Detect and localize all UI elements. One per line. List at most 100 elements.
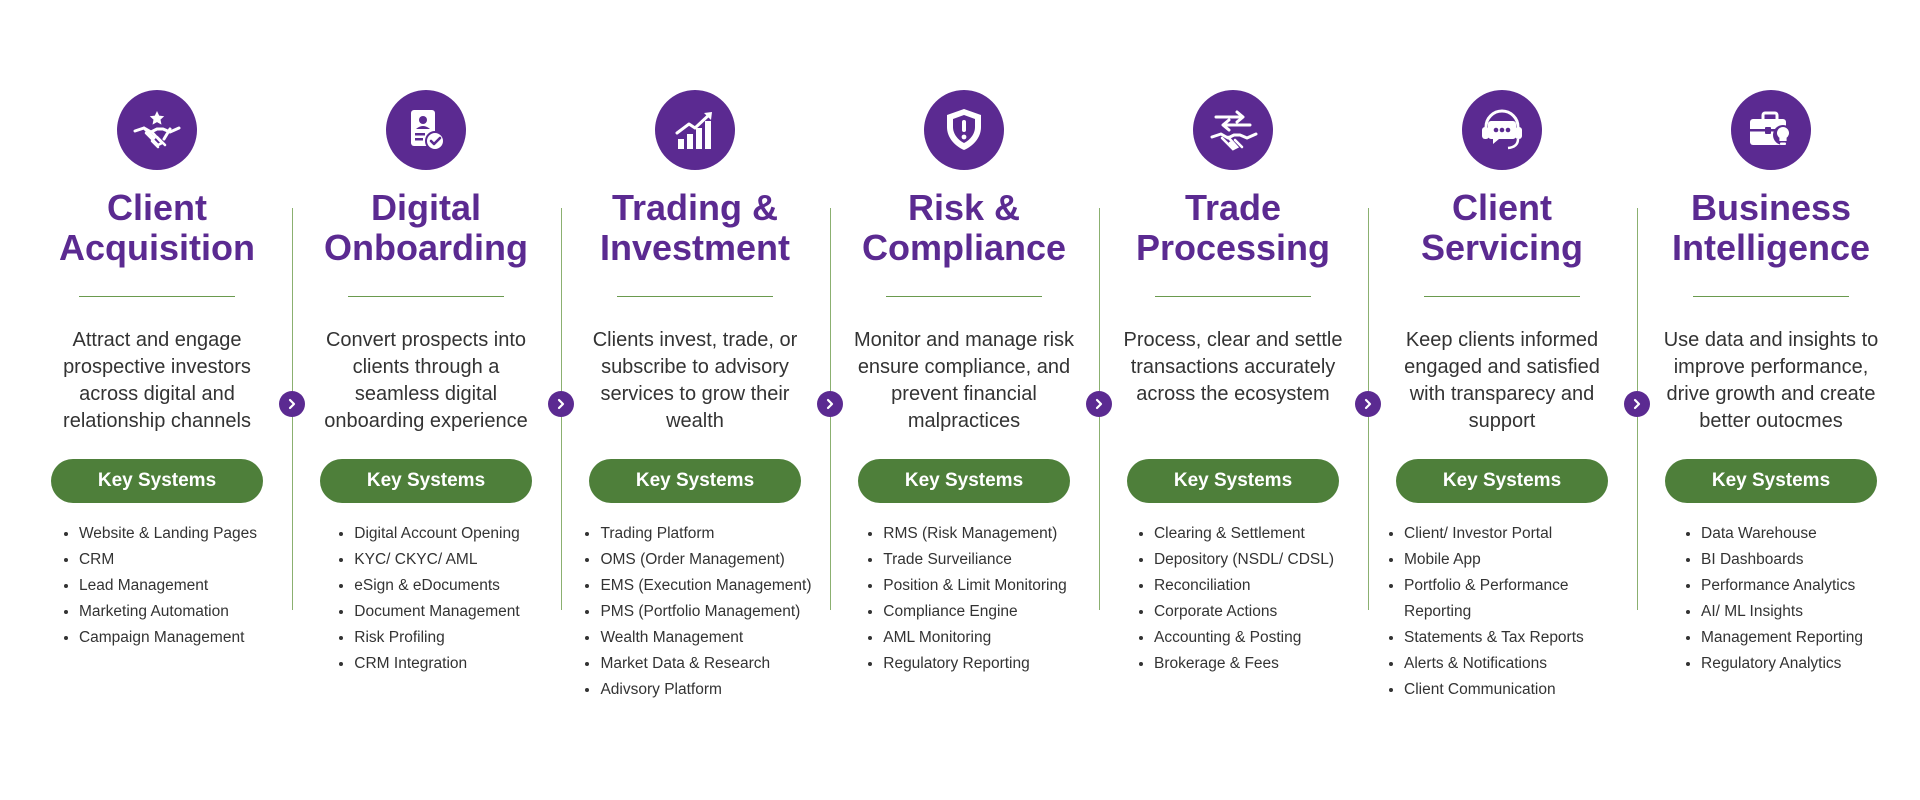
key-system-item: Clearing & Settlement <box>1154 521 1334 547</box>
stage-title: Client Servicing <box>1420 187 1584 268</box>
key-system-item: Client Communication <box>1404 677 1622 703</box>
key-system-item: RMS (Risk Management) <box>883 521 1067 547</box>
title-underline <box>1155 296 1311 297</box>
key-systems-button: Key Systems <box>1127 459 1339 503</box>
key-system-item: Compliance Engine <box>883 599 1067 625</box>
stage-description: Use data and insights to improve perform… <box>1663 329 1879 432</box>
title-underline <box>1424 296 1580 297</box>
shield-alert-icon <box>947 109 981 150</box>
stage-icon-badge <box>117 90 197 170</box>
stage-description: Process, clear and settle transactions a… <box>1123 329 1343 405</box>
key-system-item: OMS (Order Management) <box>600 547 811 573</box>
key-system-item: Data Warehouse <box>1701 521 1863 547</box>
stage-icon-badge <box>655 90 735 170</box>
key-system-item: Statements & Tax Reports <box>1404 625 1622 651</box>
title-underline <box>617 296 773 297</box>
key-system-item: Campaign Management <box>79 625 257 651</box>
stage-icon-badge <box>1193 90 1273 170</box>
stage-title: Client Acquisition <box>59 187 255 268</box>
stage-icon-badge <box>386 90 466 170</box>
headset-chat-icon <box>1482 109 1522 150</box>
key-system-item: EMS (Execution Management) <box>600 573 811 599</box>
handshake-exchange-icon <box>1210 110 1258 151</box>
stage-description: Keep clients informed engaged and satisf… <box>1404 329 1600 432</box>
key-system-item: Document Management <box>354 599 519 625</box>
stage-title: Digital Onboarding <box>324 187 528 268</box>
chevron-right-icon <box>817 391 843 417</box>
key-system-item: Accounting & Posting <box>1154 625 1334 651</box>
handshake-star-icon <box>133 111 181 149</box>
key-systems-button: Key Systems <box>320 459 532 503</box>
title-underline <box>1693 296 1849 297</box>
stage-title: Trade Processing <box>1135 187 1331 268</box>
key-system-item: KYC/ CKYC/ AML <box>354 547 519 573</box>
key-systems-list: RMS (Risk Management)Trade SurveilianceP… <box>861 521 1067 677</box>
key-systems-list: Website & Landing PagesCRMLead Managemen… <box>57 521 257 651</box>
key-system-item: BI Dashboards <box>1701 547 1863 573</box>
key-system-item: Trading Platform <box>600 521 811 547</box>
id-document-check-icon <box>411 110 445 151</box>
chevron-right-icon <box>1624 391 1650 417</box>
key-system-item: Wealth Management <box>600 625 811 651</box>
stage-description: Monitor and manage risk ensure complianc… <box>853 329 1075 432</box>
key-system-item: Brokerage & Fees <box>1154 651 1334 677</box>
key-system-item: Corporate Actions <box>1154 599 1334 625</box>
key-system-item: Trade Surveiliance <box>883 547 1067 573</box>
key-system-item: Portfolio & Performance Reporting <box>1404 573 1622 625</box>
key-system-item: Regulatory Reporting <box>883 651 1067 677</box>
key-system-item: Performance Analytics <box>1701 573 1863 599</box>
key-system-item: Position & Limit Monitoring <box>883 573 1067 599</box>
chevron-right-icon <box>1355 391 1381 417</box>
key-system-item: AML Monitoring <box>883 625 1067 651</box>
key-system-item: Adivsory Platform <box>600 677 811 703</box>
key-systems-list: Trading PlatformOMS (Order Management)EM… <box>578 521 811 703</box>
key-systems-button: Key Systems <box>858 459 1070 503</box>
stage-title: Trading & Investment <box>599 187 791 268</box>
stage-title: Business Intelligence <box>1671 187 1871 268</box>
key-system-item: Reconciliation <box>1154 573 1334 599</box>
key-system-item: eSign & eDocuments <box>354 573 519 599</box>
title-underline <box>79 296 235 297</box>
key-system-item: Alerts & Notifications <box>1404 651 1622 677</box>
stage-icon-badge <box>1462 90 1542 170</box>
key-system-item: Lead Management <box>79 573 257 599</box>
key-system-item: Digital Account Opening <box>354 521 519 547</box>
key-system-item: Mobile App <box>1404 547 1622 573</box>
chevron-right-icon <box>279 391 305 417</box>
key-system-item: CRM <box>79 547 257 573</box>
stage-icon-badge <box>1731 90 1811 170</box>
key-systems-list: Data WarehouseBI DashboardsPerformance A… <box>1679 521 1863 677</box>
chevron-right-icon <box>1086 391 1112 417</box>
key-system-item: Management Reporting <box>1701 625 1863 651</box>
key-system-item: Regulatory Analytics <box>1701 651 1863 677</box>
key-system-item: AI/ ML Insights <box>1701 599 1863 625</box>
key-systems-list: Clearing & SettlementDepository (NSDL/ C… <box>1132 521 1334 677</box>
key-system-item: Depository (NSDL/ CDSL) <box>1154 547 1334 573</box>
briefcase-lightbulb-icon <box>1750 111 1793 145</box>
stage-description: Clients invest, trade, or subscribe to a… <box>592 329 798 432</box>
key-system-item: Risk Profiling <box>354 625 519 651</box>
chevron-right-icon <box>548 391 574 417</box>
key-systems-button: Key Systems <box>1665 459 1877 503</box>
key-systems-button: Key Systems <box>1396 459 1608 503</box>
key-systems-button: Key Systems <box>51 459 263 503</box>
stage-description: Convert prospects into clients through a… <box>324 329 528 432</box>
stage-description: Attract and engage prospective investors… <box>63 329 251 432</box>
growth-chart-icon <box>675 112 712 149</box>
stage-title: Risk & Compliance <box>861 187 1067 268</box>
stage-icon-badge <box>924 90 1004 170</box>
key-systems-button: Key Systems <box>589 459 801 503</box>
key-systems-list: Digital Account OpeningKYC/ CKYC/ AMLeSi… <box>332 521 519 677</box>
key-system-item: Marketing Automation <box>79 599 257 625</box>
key-system-item: CRM Integration <box>354 651 519 677</box>
title-underline <box>348 296 504 297</box>
key-system-item: Market Data & Research <box>600 651 811 677</box>
